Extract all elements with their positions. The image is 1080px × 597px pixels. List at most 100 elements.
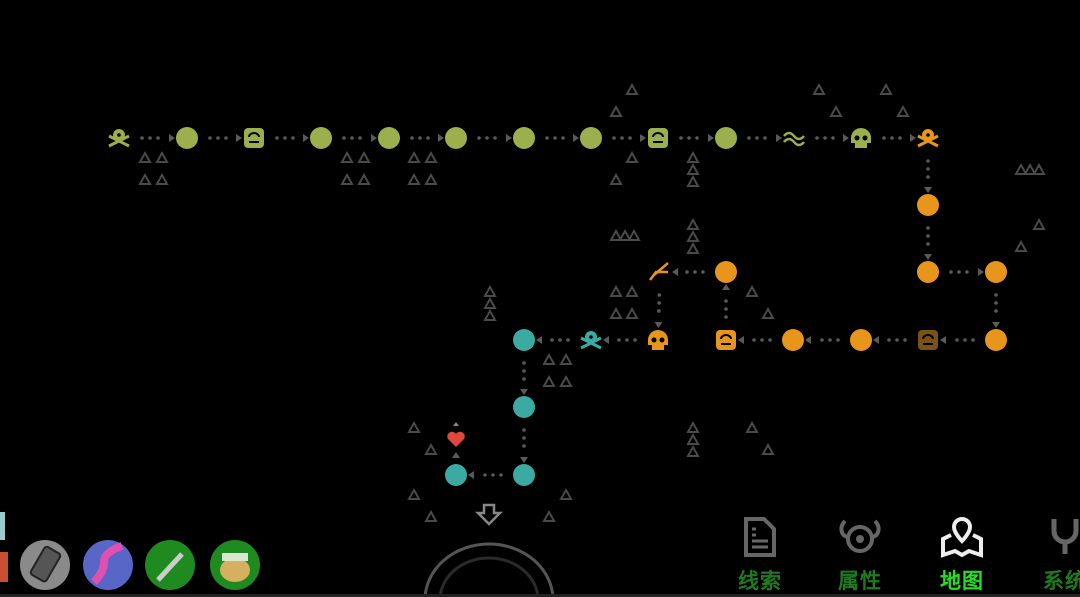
path-dots	[805, 336, 840, 344]
map-node-sword-icon[interactable]	[649, 262, 669, 281]
map-node-circle-icon[interactable]	[985, 329, 1007, 351]
tab-attributes[interactable]: 属性	[815, 515, 905, 595]
path-dots	[275, 134, 309, 142]
unexplored-marker	[1023, 162, 1037, 175]
wrench-icon	[1051, 519, 1079, 554]
unexplored-marker	[407, 172, 421, 185]
path-dots	[949, 268, 984, 276]
item-grater-icon[interactable]	[20, 540, 70, 590]
unexplored-marker	[686, 162, 700, 175]
unexplored-marker	[483, 296, 497, 309]
unexplored-marker	[686, 444, 700, 457]
map-node-chest-icon[interactable]	[244, 128, 264, 148]
map-node-circle-icon[interactable]	[176, 127, 198, 149]
map-node-chest-icon[interactable]	[648, 128, 668, 148]
path-dots	[410, 134, 444, 142]
path-dots	[722, 284, 730, 319]
path-dots	[924, 159, 932, 193]
unexplored-marker	[542, 374, 556, 387]
map-node-circle-icon[interactable]	[310, 127, 332, 149]
tab-system[interactable]: 系统	[1020, 515, 1080, 595]
unexplored-marker	[609, 104, 623, 117]
map-node-circle-icon[interactable]	[580, 127, 602, 149]
unexplored-marker	[829, 104, 843, 117]
unexplored-marker	[407, 150, 421, 163]
map-node-circle-icon[interactable]	[782, 329, 804, 351]
unexplored-marker	[686, 420, 700, 433]
map-node-skull-icon[interactable]	[648, 330, 668, 350]
path-dots	[679, 134, 714, 142]
map-node-circle-icon[interactable]	[513, 329, 535, 351]
unexplored-marker	[424, 172, 438, 185]
unexplored-marker	[686, 241, 700, 254]
map-node-circle-icon[interactable]	[985, 261, 1007, 283]
unexplored-marker	[609, 284, 623, 297]
map-node-circle-icon[interactable]	[917, 261, 939, 283]
unexplored-marker	[625, 284, 639, 297]
path-dots	[815, 134, 849, 142]
unexplored-marker	[357, 172, 371, 185]
path-dots	[992, 293, 1000, 328]
map-node-circle-icon[interactable]	[513, 464, 535, 486]
map-node-circle-icon[interactable]	[378, 127, 400, 149]
map-pin-icon	[941, 516, 983, 558]
unexplored-marker	[424, 442, 438, 455]
item-cow-mask-icon[interactable]	[210, 540, 260, 590]
unexplored-marker	[155, 172, 169, 185]
arrow-down-icon[interactable]	[474, 503, 504, 526]
unexplored-marker	[625, 82, 639, 95]
unexplored-marker	[138, 172, 152, 185]
map-node-wave-icon[interactable]	[783, 131, 805, 147]
unexplored-marker	[686, 174, 700, 187]
map-node-heart-icon[interactable]	[447, 422, 465, 447]
tab-map[interactable]: 地图	[917, 515, 1007, 595]
unexplored-marker	[483, 284, 497, 297]
item-dagger-icon[interactable]	[145, 540, 195, 590]
tab-clues[interactable]: 线索	[715, 515, 805, 595]
map-node-circle-icon[interactable]	[715, 127, 737, 149]
map-node-skull-crossbones-icon[interactable]	[108, 129, 130, 148]
unexplored-marker	[745, 284, 759, 297]
map-node-chest-icon[interactable]	[918, 330, 938, 350]
map-node-circle-icon[interactable]	[513, 396, 535, 418]
map-node-circle-icon[interactable]	[445, 127, 467, 149]
joystick-outer[interactable]	[423, 542, 555, 597]
map-node-circle-icon[interactable]	[445, 464, 467, 486]
map-node-skull-crossbones-icon[interactable]	[917, 129, 939, 148]
map-node-circle-icon[interactable]	[917, 194, 939, 216]
unexplored-marker	[424, 509, 438, 522]
unexplored-marker	[812, 82, 826, 95]
path-dots	[654, 293, 663, 329]
item-feather-icon[interactable]	[83, 540, 133, 590]
path-dots	[545, 134, 579, 142]
unexplored-marker	[686, 217, 700, 230]
left-panel-fragment	[0, 552, 8, 582]
path-dots	[940, 336, 975, 344]
unexplored-marker	[1032, 162, 1046, 175]
map-node-chest-icon[interactable]	[716, 330, 736, 350]
unexplored-marker	[559, 374, 573, 387]
unexplored-marker	[625, 306, 639, 319]
path-dots	[477, 134, 512, 142]
unexplored-marker	[542, 352, 556, 365]
map-node-circle-icon[interactable]	[513, 127, 535, 149]
unexplored-marker	[542, 509, 556, 522]
map-node-skull-icon[interactable]	[851, 128, 871, 148]
unexplored-marker	[483, 308, 497, 321]
unexplored-marker	[407, 420, 421, 433]
map-node-circle-icon[interactable]	[850, 329, 872, 351]
document-icon	[744, 517, 776, 557]
unexplored-marker	[686, 229, 700, 242]
unexplored-marker	[609, 228, 623, 241]
path-dots	[738, 336, 772, 344]
unexplored-marker	[1032, 217, 1046, 230]
unexplored-marker	[686, 150, 700, 163]
unexplored-marker	[559, 487, 573, 500]
path-dots	[468, 471, 503, 479]
map-node-circle-icon[interactable]	[715, 261, 737, 283]
unexplored-marker	[424, 150, 438, 163]
map-node-skull-crossbones-icon[interactable]	[580, 331, 602, 350]
unexplored-marker	[1014, 162, 1028, 175]
unexplored-marker	[761, 306, 775, 319]
